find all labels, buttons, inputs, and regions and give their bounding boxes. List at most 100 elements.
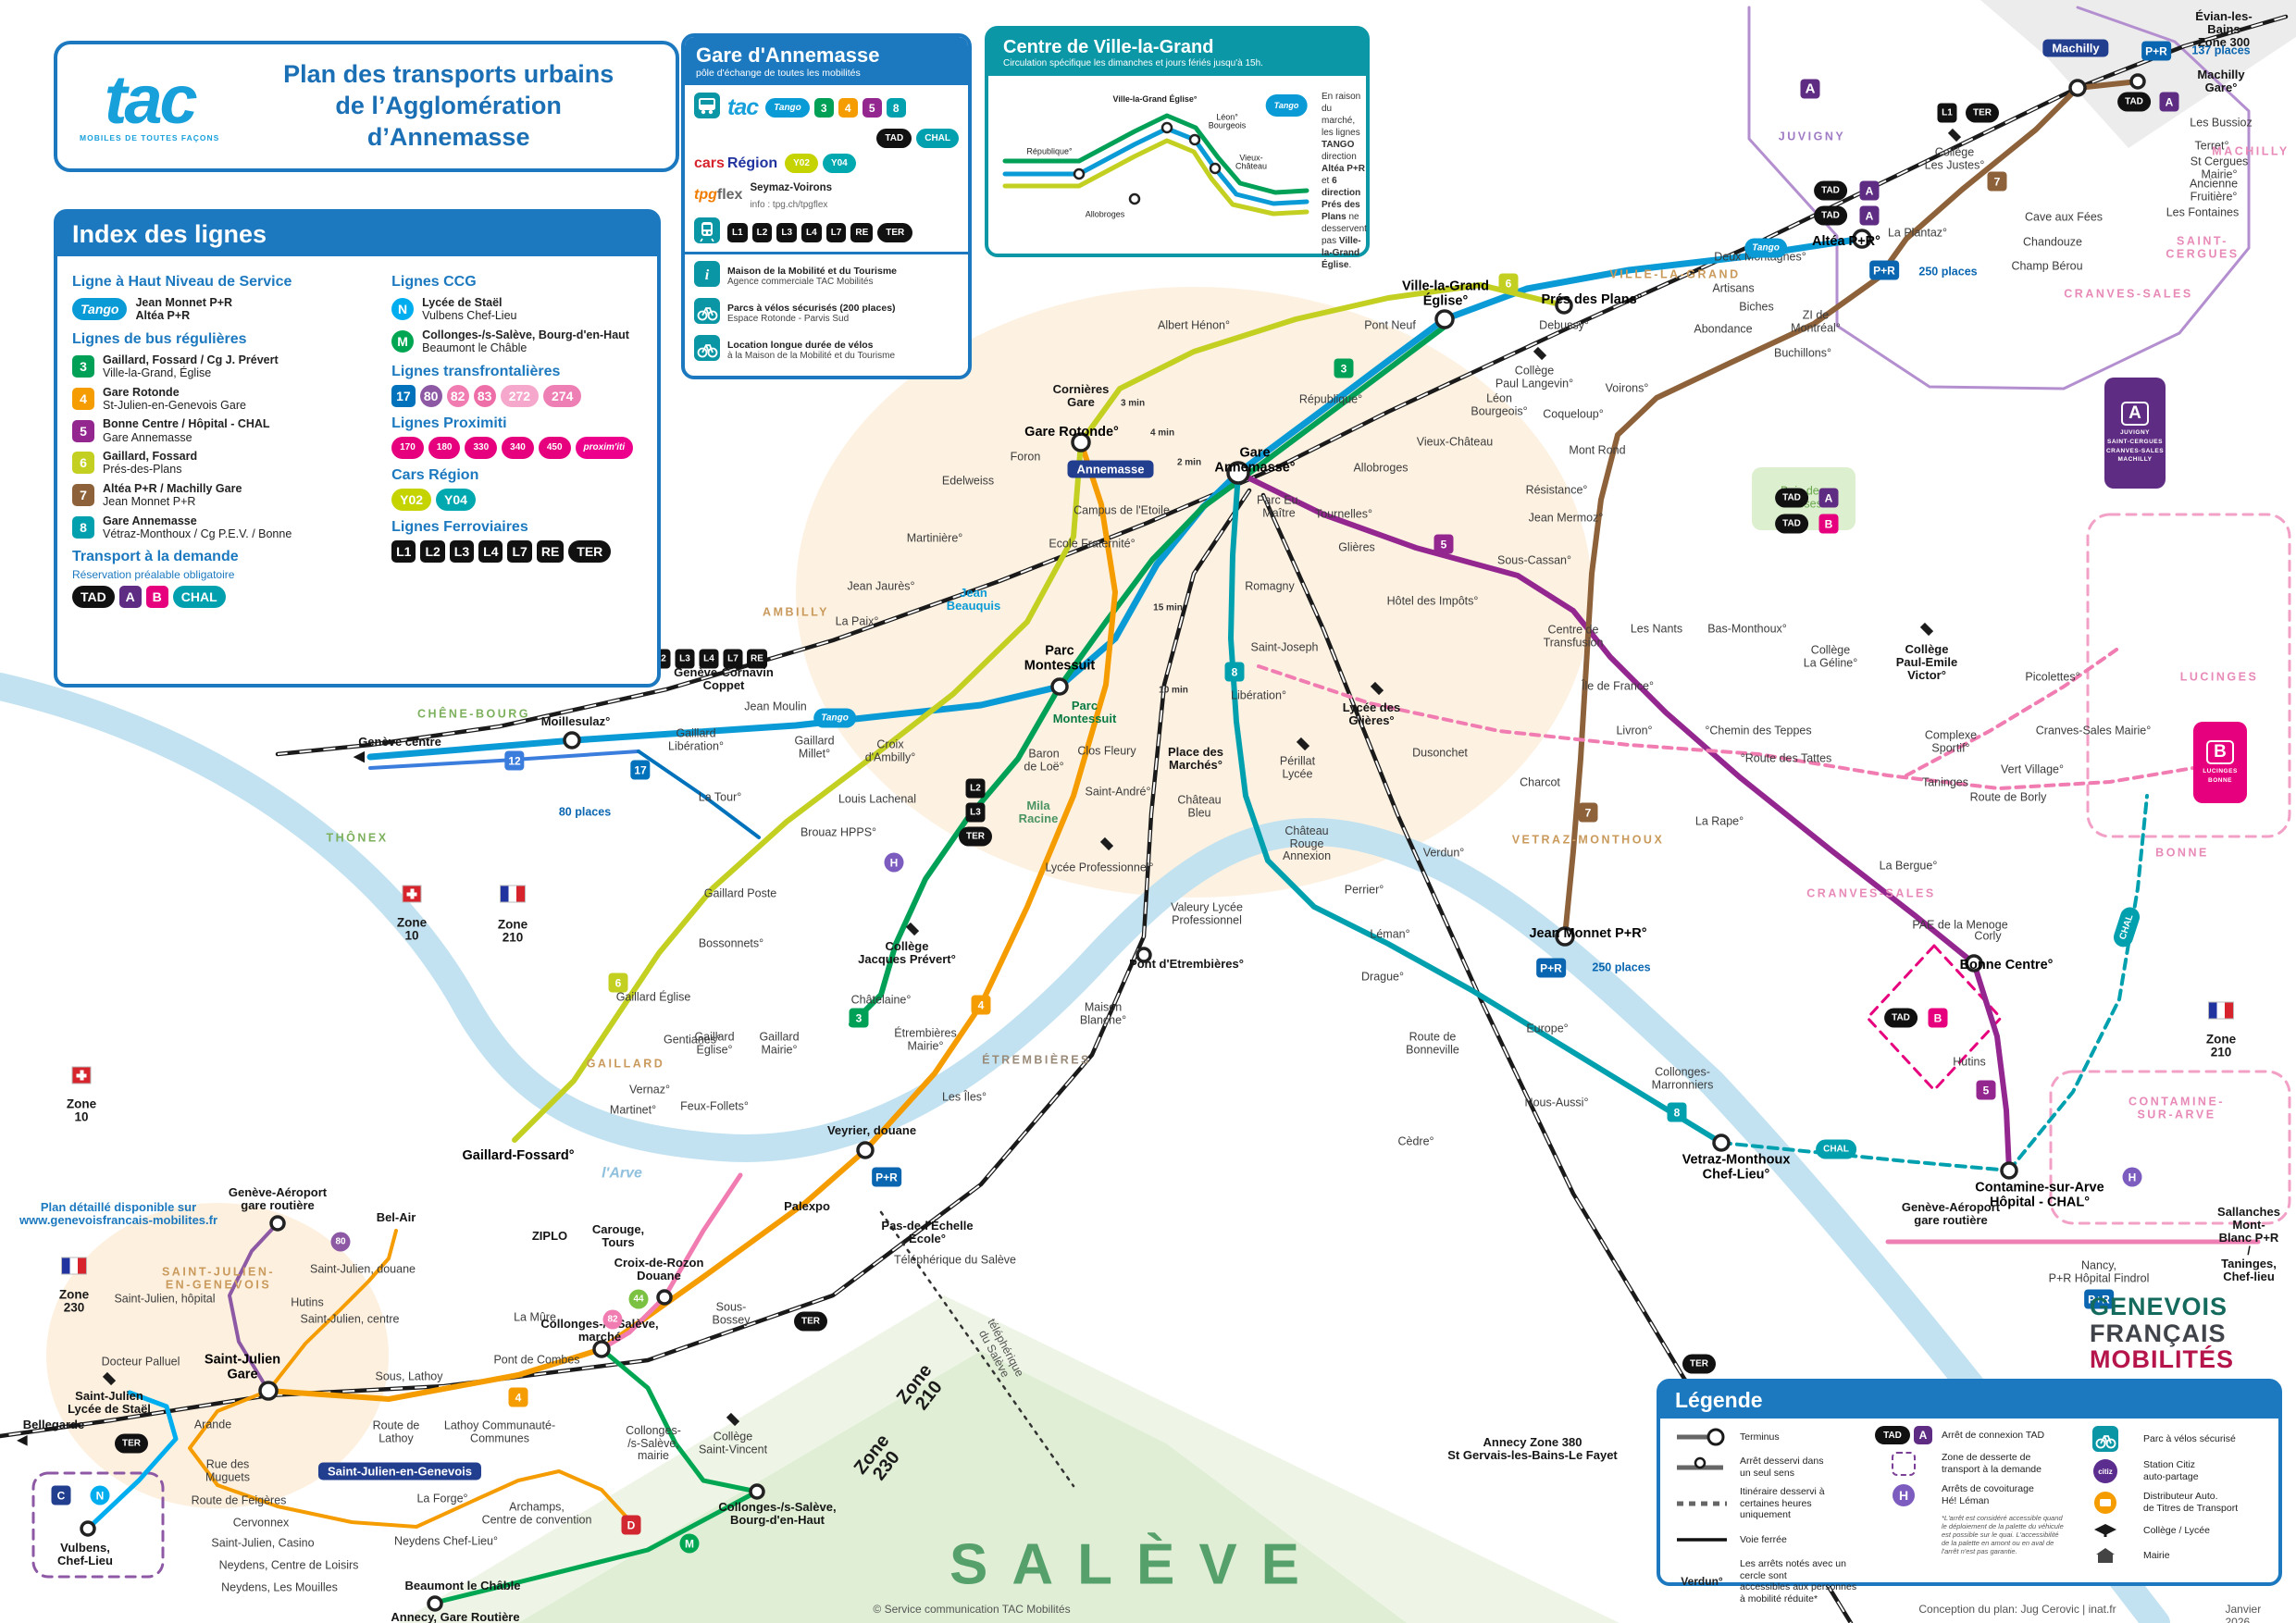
section-heading-ccg: Lignes CCG [391, 274, 477, 290]
map-badge: Tango [813, 708, 856, 728]
info-icon: i [694, 261, 720, 291]
map-stop-label: Châtelaine° [850, 993, 912, 1007]
map-stop-label: Genève-Aéroport gare routière [228, 1184, 328, 1212]
map-badge: A [1859, 205, 1880, 226]
interchange-node [1555, 296, 1573, 315]
interchange-node [1050, 677, 1069, 696]
bike-legend-icon [2075, 1426, 2136, 1452]
line-badge: 3 [72, 355, 94, 378]
map-stop-label: Vieux-Château [1416, 435, 1494, 449]
vlg-stop-label: Vieux- Château [1235, 153, 1268, 171]
map-area [46, 1203, 389, 1508]
map-badge: 7 [1987, 171, 2007, 192]
map-stop-label: 2 min [1176, 457, 1202, 468]
map-stop-label: Pas-de-l'Échelle Ecole° [881, 1218, 974, 1245]
map-stop-label: Biches [1739, 300, 1774, 314]
map-stop-label: CRANVES-SALES [2064, 287, 2193, 301]
map-stop-label: Maison Blanche° [1079, 1000, 1127, 1026]
map-stop-label: Corly [1974, 929, 2002, 943]
line-badge: L3 [776, 223, 798, 242]
map-badge: 7 [1578, 802, 1598, 823]
design-credit-text: Conception du plan: Jug Cerovic | inat.f… [1918, 1603, 2116, 1616]
map-badge: L7 [723, 649, 743, 669]
tpgflex-logo: tpgflex [694, 187, 743, 203]
legend-item: Verdun°Les arrêts notés avec un cercle s… [1671, 1558, 1864, 1604]
line-badge: L1 [391, 539, 416, 563]
line-badge: L2 [751, 223, 773, 242]
map-stop-label: Martinet° [609, 1103, 657, 1117]
tpgflex-name: Seymaz-Voirons [750, 182, 833, 193]
map-stop-label: Gentianes° [664, 1033, 721, 1047]
map-stop-label: Lathoy Communauté- Communes [443, 1419, 556, 1444]
map-stop-label: Arande [193, 1418, 232, 1431]
map-stop-label: Feux-Follets° [680, 1099, 749, 1113]
map-area [2086, 513, 2291, 838]
map-badge: 80 [330, 1232, 351, 1252]
interchange-node [592, 1340, 611, 1358]
map-badge: A [1800, 79, 1820, 99]
map-badge: N [90, 1485, 110, 1505]
map-stop-label: Abondance [1694, 322, 1753, 336]
tac-logo: tac MOBILES DE TOUTES FAÇONS [80, 60, 219, 142]
map-stop-label: Hutins [1953, 1055, 1986, 1069]
tac-logo-text: tac [104, 60, 198, 138]
map-badge: L3 [965, 802, 986, 823]
map-stop-label: Vetraz-Monthoux Chef-Lieu° [1682, 1152, 1791, 1182]
line-badge: 8 [72, 515, 94, 539]
swiss-flag-icon [403, 886, 421, 902]
map-stop-label: Charcot [1520, 775, 1560, 789]
map-stop-label: Sous- Bossey [712, 1300, 751, 1326]
map-stop-label: Léman° [1370, 927, 1410, 941]
line-badge: L7 [507, 539, 532, 563]
map-stop-label: Château Bleu [1177, 793, 1222, 819]
map-stop-label: Saint-Julien Gare [204, 1352, 281, 1381]
line-badge: L4 [478, 539, 503, 563]
map-stop-label: Docteur Palluel [101, 1355, 180, 1369]
vlg-stop-label: République° [1026, 146, 1073, 156]
legend-item: Collège / Lycée [2075, 1522, 2267, 1539]
map-stop-label: CHÊNE-BOURG [417, 707, 530, 721]
legend-item: Distributeur Auto. de Titres de Transpor… [2075, 1491, 2267, 1515]
map-stop-label: Gaillard Poste [703, 886, 777, 900]
line-badge: Y04 [436, 488, 476, 511]
map-stop-label: VETRAZ-MONTHOUX [1511, 833, 1665, 847]
map-stop-label: Hôtel des Impôts° [1386, 594, 1479, 608]
line-badge: 6 [72, 452, 94, 475]
map-badge: 82 [602, 1309, 623, 1330]
map-stop-label: Foron [1010, 450, 1041, 464]
map-stop-label: Périllat Lycée [1279, 754, 1316, 780]
map-stop-label: l'Arve [602, 1165, 642, 1182]
map-area [0, 673, 2170, 1623]
map-badge: TAD [1775, 488, 1808, 508]
map-stop-label: Étrembières Mairie° [894, 1026, 957, 1052]
gare-service-item: Parcs à vélos sécurisés (200 places)Espa… [694, 298, 959, 328]
map-stop-label: Saint-André° [1085, 785, 1151, 799]
legend-item: Arrêt desservi dans un seul sens [1671, 1456, 1864, 1479]
map-stop-label: Neydens Chef-Lieu° [393, 1534, 499, 1548]
map-stop-label: Route de Lathoy [372, 1419, 420, 1444]
map-badge: 4 [508, 1387, 528, 1407]
line-badge: L4 [801, 223, 822, 242]
map-stop-label: Mila Racine [1018, 798, 1059, 825]
map-stop-label: Drague° [1361, 970, 1404, 984]
section-heading-rail: Lignes Ferroviaires [391, 518, 528, 535]
map-badge: 6 [608, 973, 628, 993]
map-stop-label: Clos Fleury [1077, 744, 1136, 758]
map-badge: TER [115, 1433, 148, 1454]
map-stop-label: Perrier° [1344, 883, 1384, 897]
bus-icon [694, 93, 720, 123]
map-stop-label: AMBILLY [763, 605, 829, 619]
line-badge: B [145, 586, 168, 609]
france-flag-icon [62, 1258, 86, 1274]
map-stop-label: Zone 210 [497, 917, 528, 944]
